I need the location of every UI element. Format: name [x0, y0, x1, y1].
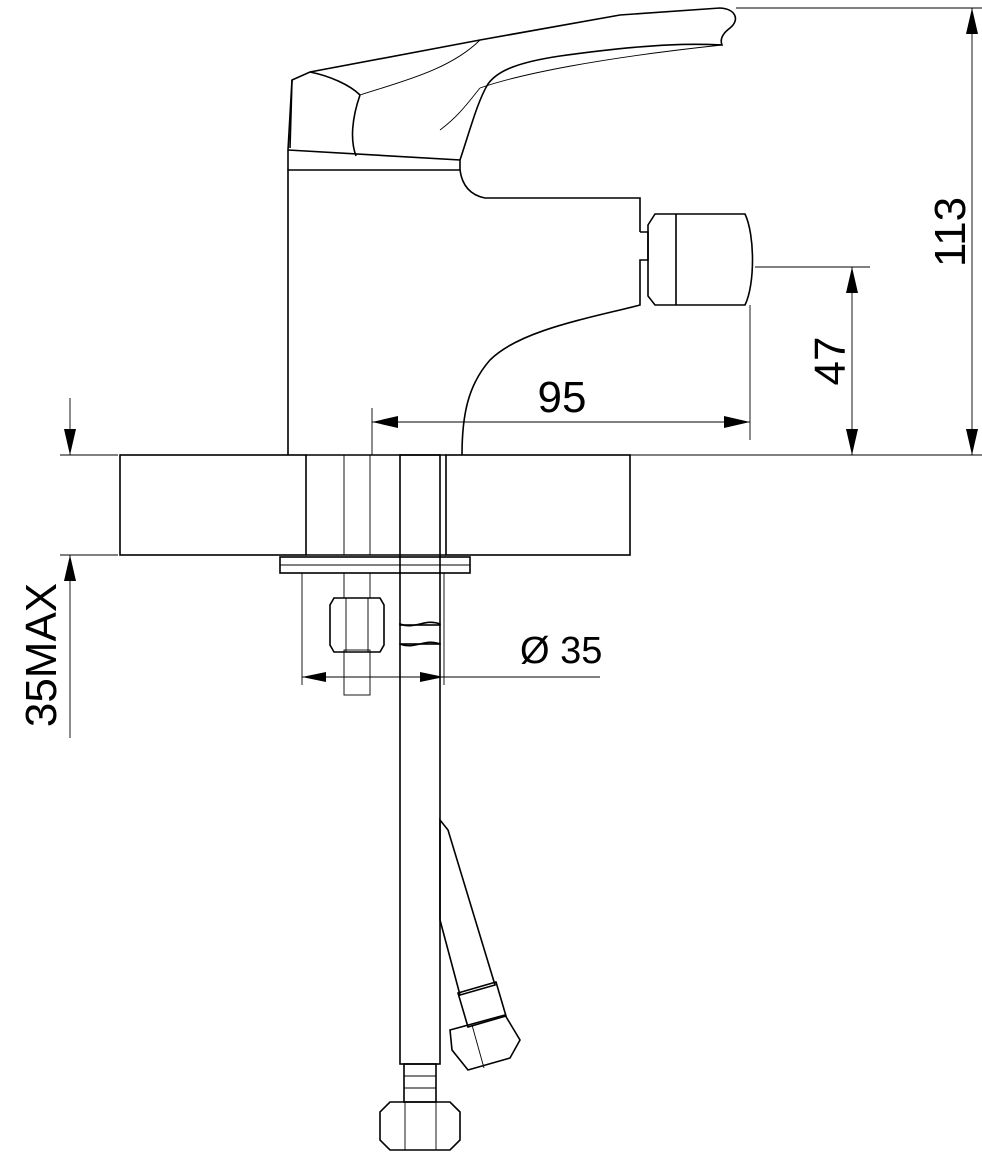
label-spout-height: 47 [806, 337, 855, 386]
label-max-thickness: 35MAX [17, 583, 66, 727]
dimension-spout-height: 47 [755, 266, 870, 455]
dimension-spout-reach: 95 [371, 305, 751, 455]
countertop-section [119, 454, 631, 556]
dimension-max-thickness: 35MAX [17, 398, 118, 738]
faucet-body [287, 149, 649, 456]
label-hole-diameter: Ø 35 [520, 630, 602, 672]
dimension-hole-diameter: Ø 35 [301, 573, 602, 685]
mounting-washer [279, 556, 471, 574]
braided-hose-secondary [439, 817, 521, 1071]
dimension-total-height: 113 [630, 7, 982, 456]
label-total-height: 113 [926, 197, 975, 267]
lever-handle [287, 7, 737, 161]
braided-hose-main [379, 454, 461, 1151]
threaded-stud [329, 454, 385, 696]
label-spout-reach: 95 [538, 373, 587, 422]
spout-nozzle [647, 213, 754, 306]
